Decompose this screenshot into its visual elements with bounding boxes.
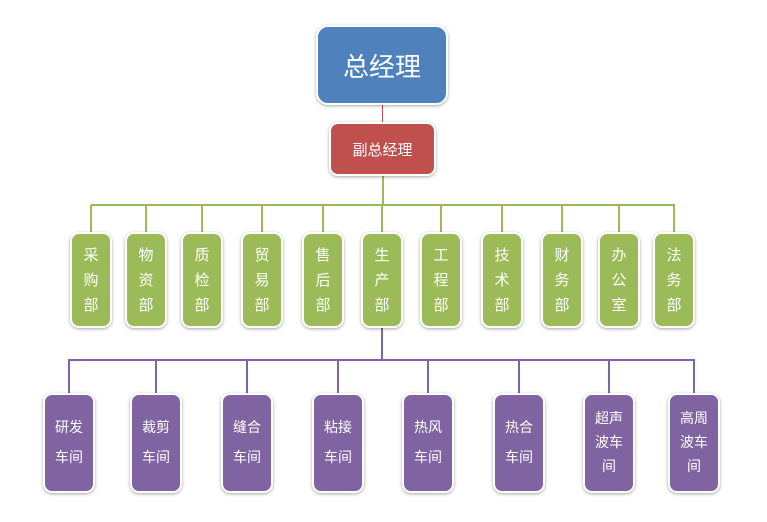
department-label: 财 务 部 (554, 245, 570, 314)
node-workshop[interactable]: 热风 车间 (402, 393, 454, 493)
connector-gm-to-deputy (382, 105, 383, 123)
connector-workshop-drop (246, 360, 248, 393)
node-general-manager-label: 总经理 (342, 52, 421, 83)
node-department[interactable]: 贸 易 部 (241, 232, 283, 328)
node-workshop[interactable]: 研发 车间 (43, 393, 95, 493)
connector-department-drop (673, 205, 675, 232)
node-department[interactable]: 售 后 部 (302, 232, 344, 328)
connector-department-drop (261, 205, 263, 232)
connector-workshop-drop (427, 360, 429, 393)
node-workshop[interactable]: 高周 波车 间 (668, 393, 720, 493)
workshop-label: 缝合 车间 (233, 420, 261, 466)
node-workshop[interactable]: 粘接 车间 (312, 393, 364, 493)
connector-deputy-down (382, 176, 384, 205)
node-workshop[interactable]: 缝合 车间 (221, 393, 273, 493)
connector-workshop-drop (608, 360, 610, 393)
workshop-label: 热风 车间 (414, 420, 442, 466)
department-label: 工 程 部 (433, 245, 449, 314)
node-department[interactable]: 法 务 部 (653, 232, 695, 328)
connector-department-drop (322, 205, 324, 232)
node-department[interactable]: 财 务 部 (541, 232, 583, 328)
node-workshop[interactable]: 超声 波车 间 (583, 393, 635, 493)
workshop-label: 热合 车间 (505, 420, 533, 466)
connector-department-drop (501, 205, 503, 232)
node-deputy-general-manager-label: 副总经理 (352, 140, 413, 159)
connector-department-bus (91, 204, 675, 206)
node-department[interactable]: 质 检 部 (181, 232, 223, 328)
department-label: 采 购 部 (83, 245, 99, 314)
workshop-label: 研发 车间 (55, 420, 83, 466)
connector-production-down (381, 328, 383, 360)
connector-department-drop (618, 205, 620, 232)
node-department[interactable]: 采 购 部 (70, 232, 112, 328)
department-label: 生 产 部 (374, 245, 390, 314)
department-label: 质 检 部 (194, 245, 210, 314)
department-label: 办 公 室 (611, 245, 627, 314)
node-deputy-general-manager[interactable]: 副总经理 (329, 122, 436, 176)
connector-department-drop (201, 205, 203, 232)
connector-workshop-drop (155, 360, 157, 393)
department-label: 售 后 部 (315, 245, 331, 314)
connector-workshop-bus (68, 359, 695, 361)
connector-department-drop (381, 205, 383, 232)
workshop-label: 超声 波车 间 (595, 411, 623, 475)
connector-workshop-drop (337, 360, 339, 393)
node-department[interactable]: 物 资 部 (125, 232, 167, 328)
department-label: 贸 易 部 (254, 245, 270, 314)
node-workshop[interactable]: 热合 车间 (493, 393, 545, 493)
node-department[interactable]: 办 公 室 (598, 232, 640, 328)
connector-department-drop (561, 205, 563, 232)
workshop-label: 裁剪 车间 (142, 420, 170, 466)
node-department[interactable]: 工 程 部 (420, 232, 462, 328)
department-label: 技 术 部 (494, 245, 510, 314)
connector-workshop-drop (693, 360, 695, 393)
connector-workshop-drop (518, 360, 520, 393)
department-label: 法 务 部 (666, 245, 682, 314)
workshop-label: 高周 波车 间 (680, 411, 708, 475)
workshop-label: 粘接 车间 (324, 420, 352, 466)
connector-department-drop (440, 205, 442, 232)
node-general-manager[interactable]: 总经理 (316, 25, 448, 105)
connector-department-drop (90, 205, 92, 232)
node-department[interactable]: 技 术 部 (481, 232, 523, 328)
department-label: 物 资 部 (138, 245, 154, 314)
node-workshop[interactable]: 裁剪 车间 (130, 393, 182, 493)
connector-workshop-drop (68, 360, 70, 393)
connector-department-drop (145, 205, 147, 232)
node-department-production[interactable]: 生 产 部 (361, 232, 403, 328)
